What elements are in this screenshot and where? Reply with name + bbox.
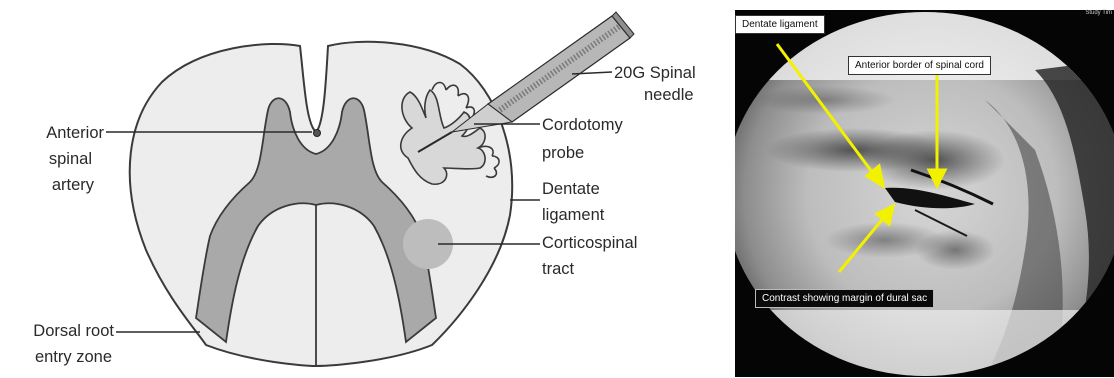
corner-text: Study Tim (1085, 10, 1112, 16)
label-dentate-ligament: Dentate ligament (735, 15, 825, 34)
label-cst-2: tract (542, 260, 575, 278)
label-artery-3: artery (52, 176, 95, 194)
label-anterior-border: Anterior border of spinal cord (848, 56, 991, 75)
label-probe-1: Cordotomy (542, 116, 623, 134)
label-probe-2: probe (542, 144, 584, 162)
label-contrast: Contrast showing margin of dural sac (755, 289, 934, 308)
label-drez-1: Dorsal root (33, 322, 114, 340)
label-needle-1: 20G Spinal (614, 64, 696, 82)
label-artery-1: Anterior (46, 124, 104, 142)
fluoroscopy-panel: Dentate ligament Anterior border of spin… (735, 10, 1114, 377)
label-dentate-1: Dentate (542, 180, 600, 198)
label-needle-2: needle (644, 86, 694, 104)
spinal-cord-cross-section-diagram: 20G Spinal needle Cordotomy probe Dentat… (0, 0, 720, 378)
label-artery-2: spinal (49, 150, 92, 168)
label-cst-1: Corticospinal (542, 234, 637, 252)
anterior-spinal-artery (314, 130, 321, 137)
label-drez-2: entry zone (35, 348, 112, 366)
label-dentate-2: ligament (542, 206, 605, 224)
